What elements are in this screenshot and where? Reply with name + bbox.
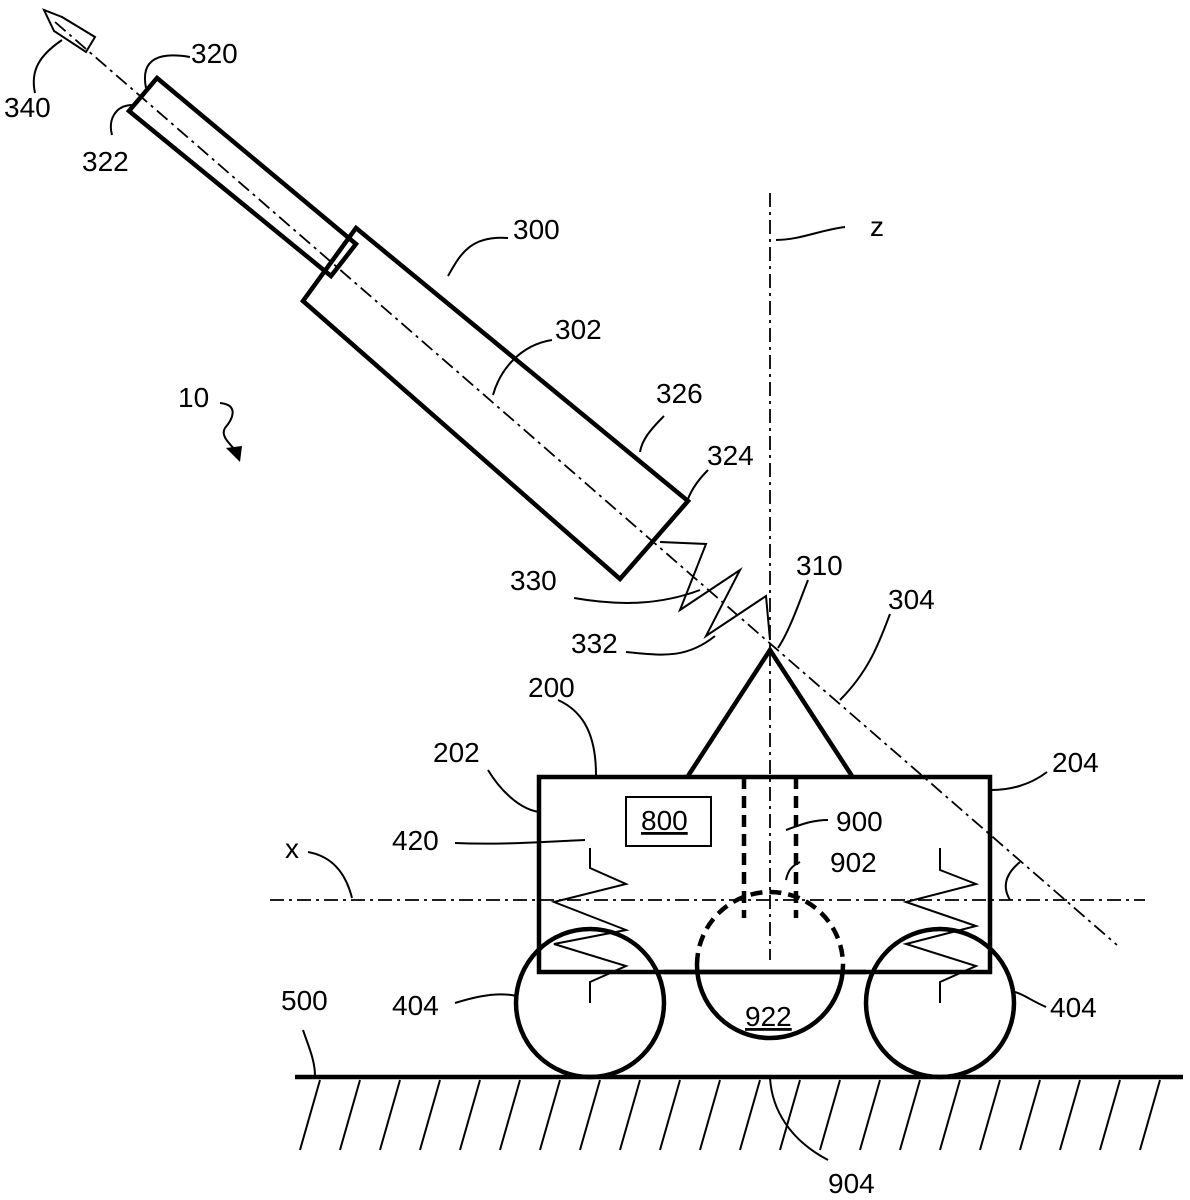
hatch-line (299, 1079, 321, 1151)
label-902: 902 (830, 847, 877, 878)
hatch-line (779, 1079, 801, 1151)
ground-surface (295, 1074, 1183, 1151)
label-300: 300 (513, 214, 560, 245)
hatch-line (899, 1079, 921, 1151)
wheel-left-404 (513, 926, 667, 1080)
hatch-line (819, 1079, 841, 1151)
emitter-tip-icon (42, 8, 97, 54)
label-x: x (285, 833, 299, 864)
component-800-box (625, 796, 712, 847)
beam-zigzag-330 (659, 541, 771, 641)
ball-922-upper (694, 889, 846, 966)
hatch-line (859, 1079, 881, 1151)
label-904: 904 (828, 1168, 875, 1199)
optical-axis-line (54, 21, 1118, 946)
label-326: 326 (656, 378, 703, 409)
hatch-line (939, 1079, 961, 1151)
ball-922-lower (694, 964, 846, 1041)
hatch-line (1139, 1079, 1161, 1151)
hatch-line (1099, 1079, 1121, 1151)
ground-hatching (299, 1079, 1161, 1151)
leader-lines (32, 39, 1048, 1161)
label-200: 200 (528, 672, 575, 703)
hatch-line (459, 1079, 481, 1151)
wheel-right-404 (863, 926, 1017, 1080)
hatch-line (539, 1079, 561, 1151)
spring-right (902, 848, 980, 1003)
reference-labels: 340 320 322 300 302 326 324 10 z 310 304… (4, 38, 1099, 1199)
hatch-line (659, 1079, 681, 1151)
label-304: 304 (888, 584, 935, 615)
label-330: 330 (510, 565, 557, 596)
angle-arc (1004, 861, 1021, 901)
label-320: 320 (191, 38, 238, 69)
label-332: 332 (571, 628, 618, 659)
label-324: 324 (707, 440, 754, 471)
label-922: 922 (745, 1001, 792, 1032)
hatch-line (699, 1079, 721, 1151)
hatch-line (379, 1079, 401, 1151)
label-404-left: 404 (392, 990, 439, 1021)
label-z: z (870, 211, 884, 242)
label-322: 322 (82, 146, 129, 177)
hatch-line (739, 1079, 761, 1151)
label-800: 800 (641, 805, 688, 836)
probe-cone (686, 645, 854, 778)
label-420: 420 (392, 825, 439, 856)
label-204: 204 (1052, 747, 1099, 778)
label-500: 500 (281, 985, 328, 1016)
hatch-line (579, 1079, 601, 1151)
projector-body (299, 224, 692, 583)
label-202: 202 (433, 737, 480, 768)
label-302: 302 (555, 314, 602, 345)
hatch-line (1059, 1079, 1081, 1151)
label-310: 310 (796, 550, 843, 581)
label-10: 10 (178, 382, 209, 413)
label-340: 340 (4, 92, 51, 123)
hatch-line (419, 1079, 441, 1151)
hatch-line (1019, 1079, 1041, 1151)
spring-left (550, 848, 630, 1003)
label-404-right: 404 (1050, 992, 1097, 1023)
hatch-line (979, 1079, 1001, 1151)
label-900: 900 (836, 806, 883, 837)
hatch-line (619, 1079, 641, 1151)
arrow-head-icon (226, 446, 242, 462)
hatch-line (339, 1079, 361, 1151)
hatch-line (499, 1079, 521, 1151)
ref-10-squiggle (219, 402, 239, 454)
projector-front-tube (125, 74, 360, 280)
